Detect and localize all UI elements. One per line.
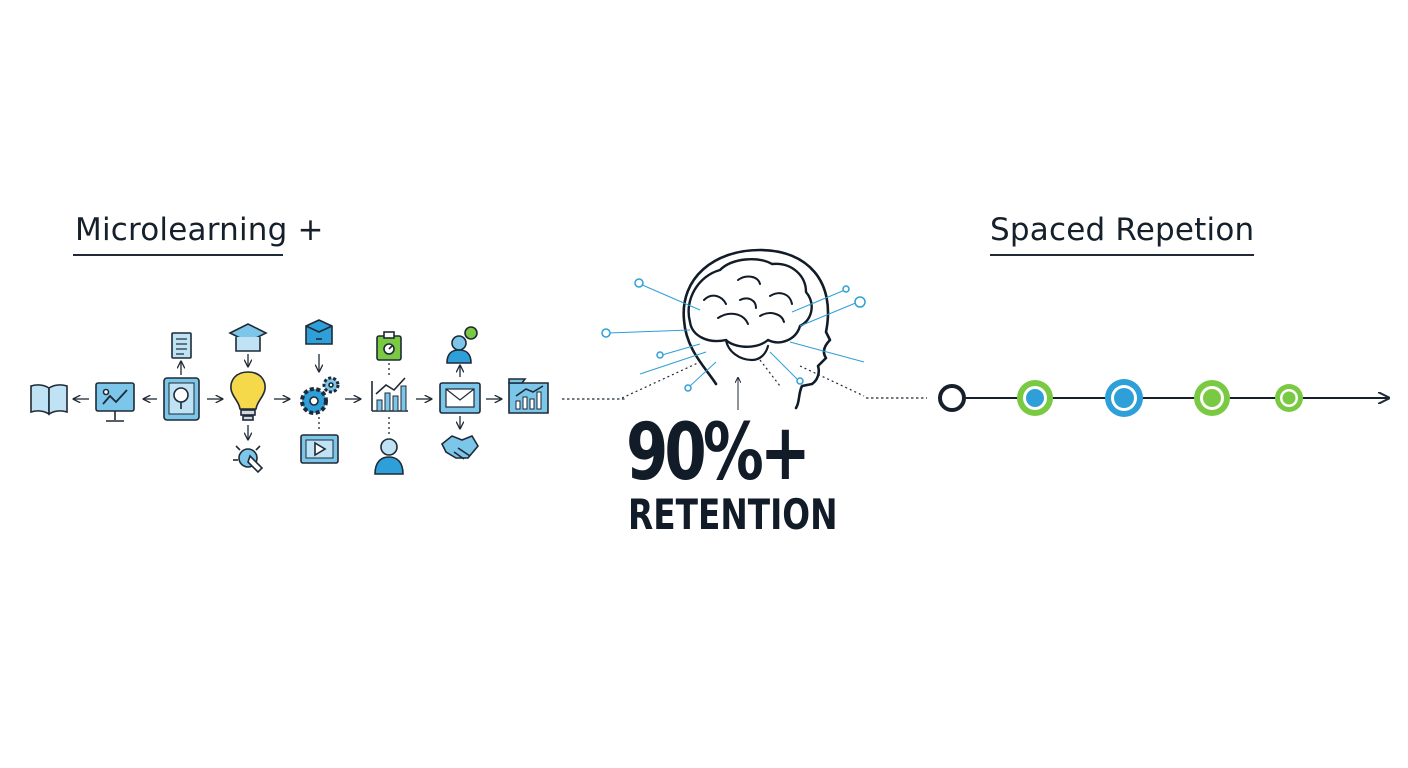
spaced-repetition-heading: Spaced Repetion: [990, 212, 1255, 248]
person-icon: [374, 438, 404, 475]
handshake-icon: [440, 435, 479, 460]
microlearning-underline: [73, 254, 283, 256]
clipboard-icon: [376, 331, 402, 361]
retention-label: RETENTION: [628, 490, 838, 539]
growth-chart-icon: [508, 378, 549, 414]
person-chat-icon: [446, 326, 478, 364]
timeline-node-start: [938, 384, 966, 412]
gears-icon: [300, 376, 340, 415]
brain-rays: [607, 283, 865, 410]
retention-percentage: 90%+: [626, 408, 811, 498]
tablet-idea-icon: [163, 377, 200, 421]
open-book-icon: [30, 384, 68, 416]
repetition-timeline: [938, 379, 1388, 417]
touch-gesture-icon: [233, 445, 264, 474]
video-play-icon: [300, 434, 339, 464]
graduation-cap-icon: [228, 323, 268, 352]
monitor-chart-icon: [95, 382, 135, 422]
bar-chart-icon: [371, 377, 408, 412]
brain-dotted-lines: [621, 359, 865, 399]
microlearning-heading: Microlearning +: [75, 212, 324, 248]
book-box-icon: [305, 319, 333, 345]
document-icon: [171, 332, 192, 359]
head-brain-icon: [682, 248, 832, 410]
email-icon: [439, 382, 481, 414]
brain-ray-nodes: [601, 278, 866, 392]
spaced-repetition-underline: [990, 254, 1254, 256]
lightbulb-icon: [230, 371, 266, 421]
